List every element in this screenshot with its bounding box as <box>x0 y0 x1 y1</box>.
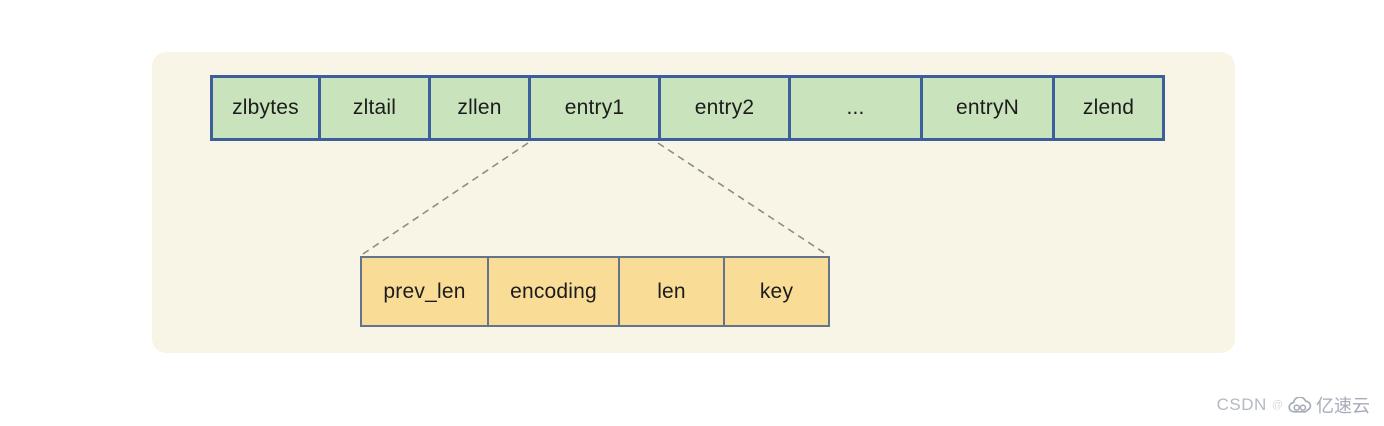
ziplist-cell-zllen: zllen <box>428 75 531 141</box>
entry-cell-encoding: encoding <box>487 256 620 327</box>
ziplist-row: zlbytes zltail zllen entry1 entry2 ... e… <box>210 75 1165 141</box>
watermark-brand: 亿速云 <box>1288 392 1370 418</box>
ziplist-cell-ellipsis: ... <box>788 75 923 141</box>
entry-cell-prev-len: prev_len <box>360 256 489 327</box>
yisu-cloud-icon <box>1288 396 1312 413</box>
watermark-separator: @ <box>1271 399 1283 411</box>
ziplist-cell-entry1: entry1 <box>528 75 661 141</box>
watermark: CSDN @ 亿速云 <box>1217 392 1370 418</box>
ziplist-cell-zlend: zlend <box>1052 75 1165 141</box>
ziplist-cell-entryN: entryN <box>920 75 1055 141</box>
ziplist-cell-entry2: entry2 <box>658 75 791 141</box>
ziplist-cell-zltail: zltail <box>318 75 431 141</box>
entry-cell-key: key <box>723 256 830 327</box>
watermark-brand-name: 亿速云 <box>1316 396 1370 416</box>
entry-detail-row: prev_len encoding len key <box>360 256 830 327</box>
entry-cell-len: len <box>618 256 725 327</box>
watermark-site-label: CSDN <box>1216 395 1267 414</box>
ziplist-cell-zlbytes: zlbytes <box>210 75 321 141</box>
